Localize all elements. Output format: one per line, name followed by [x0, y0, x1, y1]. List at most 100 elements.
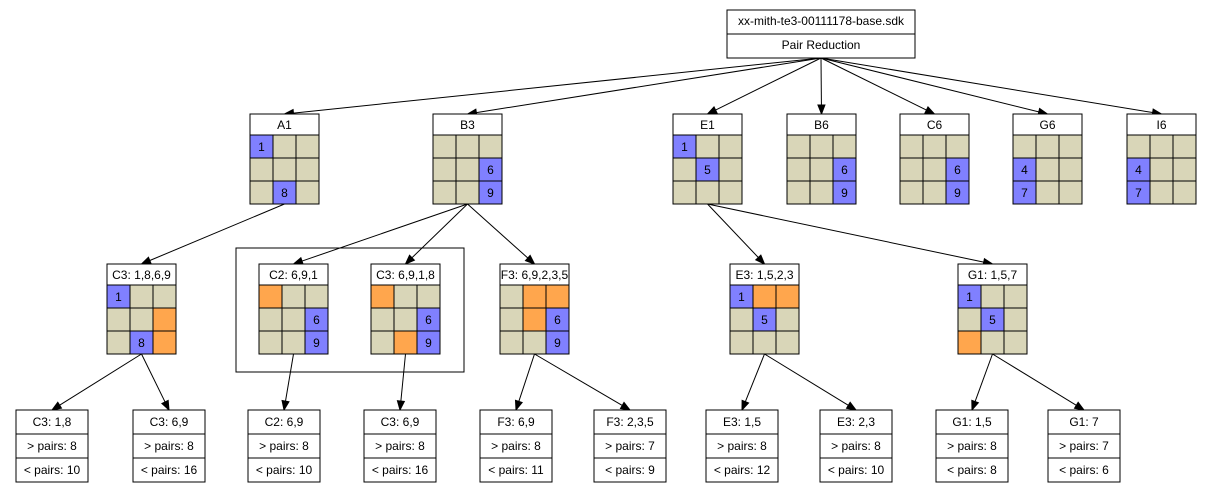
grid-node-a1: A1 1 8 — [249, 113, 320, 205]
grid-cell — [957, 330, 982, 355]
cluster-box — [235, 247, 465, 373]
grid-cell — [672, 157, 697, 182]
grid-cell — [718, 134, 743, 159]
cell-digit: 5 — [704, 163, 711, 177]
grid-node-g1: G1: 1,5,715 — [957, 263, 1028, 355]
edge-line — [707, 203, 759, 258]
leaf-node-l8: E3: 2,3> pairs: 8< pairs: 10 — [819, 409, 893, 483]
leaf-greater-pairs: > pairs: 8 — [27, 439, 77, 453]
grid-cell — [249, 157, 274, 182]
grid-cell — [752, 284, 777, 309]
leaf-less-pairs: < pairs: 8 — [947, 463, 997, 477]
leaf-box — [479, 409, 553, 483]
grid-cell — [832, 134, 857, 159]
grid-cell — [899, 180, 924, 205]
leaf-greater-pairs: > pairs: 8 — [717, 439, 767, 453]
grid-cell — [499, 330, 524, 355]
edge-arrowhead — [924, 106, 936, 115]
edge-arrowhead — [971, 399, 980, 412]
edge-line — [764, 353, 849, 406]
grid-cell — [718, 157, 743, 182]
edge-arrowhead — [1073, 401, 1086, 411]
leaf-title: F3: 2,3,5 — [606, 415, 654, 429]
cell-digit: 6 — [554, 313, 561, 327]
grid-cell — [272, 157, 297, 182]
edge-line — [301, 203, 468, 262]
leaf-less-pairs: < pairs: 16 — [141, 463, 198, 477]
edge-line — [59, 353, 142, 406]
grid-cell — [809, 157, 834, 182]
grid-cell — [832, 180, 857, 205]
leaf-greater-pairs: > pairs: 8 — [259, 439, 309, 453]
cell-digit: 1 — [258, 140, 265, 154]
grid-cell — [899, 134, 924, 159]
cell-digit: 9 — [954, 186, 961, 200]
grid-cell — [786, 157, 811, 182]
edge-line — [974, 353, 993, 402]
grid-cell — [980, 330, 1005, 355]
cell-digit: 8 — [281, 186, 288, 200]
edge-arrowhead — [404, 254, 416, 265]
grid-cell — [1149, 157, 1174, 182]
grid-cell — [1172, 134, 1197, 159]
edge-line — [820, 57, 1039, 113]
leaf-less-pairs: < pairs: 11 — [488, 463, 544, 477]
edge-arrowhead — [845, 401, 858, 411]
grid-cell — [281, 307, 306, 332]
grid-cell — [272, 134, 297, 159]
grid-cell — [957, 307, 982, 332]
grid-cell — [922, 157, 947, 182]
grid-cell — [718, 180, 743, 205]
grid-node-f3: F3: 6,9,2,3,569 — [499, 263, 570, 355]
grid-cell — [1172, 180, 1197, 205]
grid-cell — [1149, 180, 1174, 205]
grid-cell — [522, 307, 547, 332]
edges-layer — [50, 57, 1163, 412]
leaf-box — [247, 409, 321, 483]
grid-cell — [1058, 180, 1083, 205]
grid-cell — [945, 134, 970, 159]
grid-cell — [295, 134, 320, 159]
grid-title: B6 — [814, 118, 829, 132]
grid-title: C6 — [927, 118, 943, 132]
grid-title: A1 — [277, 118, 292, 132]
grid-cell — [945, 180, 970, 205]
grid-cell — [1172, 157, 1197, 182]
cell-digit: 6 — [487, 163, 494, 177]
leaf-greater-pairs: > pairs: 8 — [947, 439, 997, 453]
edge-arrowhead — [292, 256, 304, 265]
grid-cell — [545, 330, 570, 355]
grid-title: C3: 1,8,6,9 — [112, 268, 171, 282]
grid-cell — [522, 330, 547, 355]
grid-title: B3 — [460, 118, 475, 132]
edge-arrowhead — [50, 401, 63, 411]
cell-digit: 4 — [1135, 163, 1142, 177]
leaf-node-l2: C3: 6,9> pairs: 8< pairs: 16 — [132, 409, 206, 483]
cell-digit: 1 — [738, 290, 745, 304]
leaf-box — [935, 409, 1009, 483]
grid-cell — [695, 134, 720, 159]
root-method-label: Pair Reduction — [782, 38, 861, 52]
edge-line — [400, 353, 406, 402]
edge-arrowhead — [514, 399, 523, 412]
leaf-node-l6: F3: 2,3,5> pairs: 7< pairs: 9 — [593, 409, 667, 483]
grid-cell — [416, 284, 441, 309]
leaf-node-l4: C3: 6,9> pairs: 8< pairs: 16 — [363, 409, 437, 483]
grid-cell — [432, 180, 457, 205]
grid-cell — [152, 284, 177, 309]
cell-digit: 9 — [313, 336, 320, 350]
leaf-box — [819, 409, 893, 483]
cell-digit: 6 — [425, 313, 432, 327]
cell-digit: 6 — [313, 313, 320, 327]
grid-cell — [775, 307, 800, 332]
leaf-less-pairs: < pairs: 10 — [256, 463, 313, 477]
grid-cell — [455, 157, 480, 182]
grid-cell — [729, 330, 754, 355]
edge-arrowhead — [619, 401, 632, 411]
grid-cell — [922, 134, 947, 159]
edge-arrowhead — [396, 400, 406, 412]
grid-title: G6 — [1039, 118, 1055, 132]
